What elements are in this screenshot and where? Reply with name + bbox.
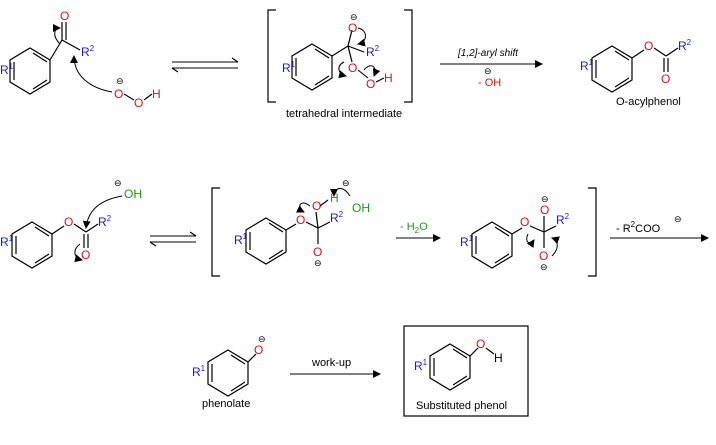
svg-text:H: H <box>384 71 393 85</box>
svg-text:O: O <box>312 199 321 213</box>
svg-text:R1: R1 <box>580 58 594 73</box>
minus-carboxylate-label: - R2COO <box>616 220 661 235</box>
arrow-curved-2 <box>70 55 113 93</box>
svg-text:⊖: ⊖ <box>116 76 124 86</box>
svg-text:⊖: ⊖ <box>541 194 549 204</box>
o-acylphenol: O O R2 R1 <box>580 38 692 93</box>
svg-text:R1: R1 <box>0 234 14 249</box>
minus-oh-label: - OH <box>478 77 501 89</box>
svg-text:R1: R1 <box>192 364 206 379</box>
svg-text:⊖: ⊖ <box>314 258 322 268</box>
aryl-shift-arrow: [1,2]-aryl shift ⊖ - OH <box>440 48 543 89</box>
tetrahedral-intermediate-label: tetrahedral intermediate <box>286 108 403 120</box>
aryl-shift-label: [1,2]-aryl shift <box>457 48 519 59</box>
intermediate-2a: O O H R2 O ⊖ R1 ⊖ OH <box>234 178 370 268</box>
svg-text:H: H <box>330 191 339 205</box>
svg-text:O: O <box>539 249 548 263</box>
svg-text:H: H <box>152 87 161 101</box>
svg-text:O: O <box>81 248 90 262</box>
substituted-phenol-label: Substituted phenol <box>416 400 508 412</box>
svg-text:O: O <box>254 343 263 357</box>
aryl-ketone: O R2 R1 <box>0 9 95 95</box>
svg-text:H: H <box>494 351 503 365</box>
bracket-1 <box>267 9 413 103</box>
svg-text:⊖: ⊖ <box>674 214 682 224</box>
svg-text:R1: R1 <box>414 358 428 373</box>
svg-text:R1: R1 <box>234 232 248 247</box>
work-up-label: work-up <box>311 357 351 369</box>
svg-text:O: O <box>520 215 529 229</box>
arrow-curved-1 <box>52 24 61 45</box>
svg-text:O: O <box>661 72 670 86</box>
svg-text:⊖: ⊖ <box>484 66 492 76</box>
svg-text:R2: R2 <box>366 44 380 59</box>
svg-text:O: O <box>348 21 357 35</box>
work-up-arrow: work-up <box>290 357 381 378</box>
acylphenol-hydroxide: O O R2 R1 ⊖ OH <box>0 178 142 269</box>
phenolate-label: phenolate <box>202 398 251 410</box>
svg-text:O: O <box>114 87 123 101</box>
svg-text:O: O <box>348 61 357 75</box>
svg-text:R1: R1 <box>282 60 296 75</box>
svg-text:O: O <box>540 203 549 217</box>
hydroxide-1: OH <box>124 187 142 201</box>
minus-water-arrow: - H2O <box>396 221 441 242</box>
svg-text:O: O <box>296 213 305 227</box>
benzene-ring <box>9 47 51 95</box>
intermediate-2b: O O ⊖ R2 O ⊖ R1 <box>460 194 570 272</box>
hydroxide-2: OH <box>352 201 370 215</box>
equilibrium-arrow-2 <box>149 231 197 247</box>
minus-water-label: - H2O <box>400 221 428 235</box>
svg-text:O: O <box>644 39 653 53</box>
svg-text:R1: R1 <box>460 234 474 249</box>
r2-label: R2 <box>81 44 95 59</box>
tetrahedral-intermediate: ⊖ O R2 O O H R1 <box>282 12 393 91</box>
bracket-2 <box>211 187 597 277</box>
svg-text:⊖: ⊖ <box>114 178 122 188</box>
svg-text:O: O <box>366 77 375 91</box>
svg-text:⊖: ⊖ <box>342 178 350 188</box>
phenolate-structure: O ⊖ R1 <box>192 334 266 397</box>
minus-carboxylate-arrow: ⊖ - R2COO <box>610 214 709 242</box>
svg-text:R2: R2 <box>98 214 112 229</box>
svg-text:O: O <box>134 96 143 110</box>
svg-text:O: O <box>476 337 485 351</box>
svg-text:R2: R2 <box>556 212 570 227</box>
svg-text:R2: R2 <box>678 38 692 53</box>
svg-text:R2: R2 <box>330 210 344 225</box>
svg-text:O: O <box>64 215 73 229</box>
peroxide-anion: ⊖ O O H <box>70 55 161 110</box>
equilibrium-arrow-1 <box>171 57 239 73</box>
svg-text:⊖: ⊖ <box>350 12 358 22</box>
carbonyl-o: O <box>60 9 69 23</box>
r1-label: R1 <box>0 62 14 77</box>
svg-text:O: O <box>313 245 322 259</box>
svg-text:⊖: ⊖ <box>540 262 548 272</box>
svg-text:⊖: ⊖ <box>258 334 266 344</box>
o-acylphenol-label: O-acylphenol <box>616 96 681 108</box>
product-box: O H R1 <box>403 325 529 417</box>
